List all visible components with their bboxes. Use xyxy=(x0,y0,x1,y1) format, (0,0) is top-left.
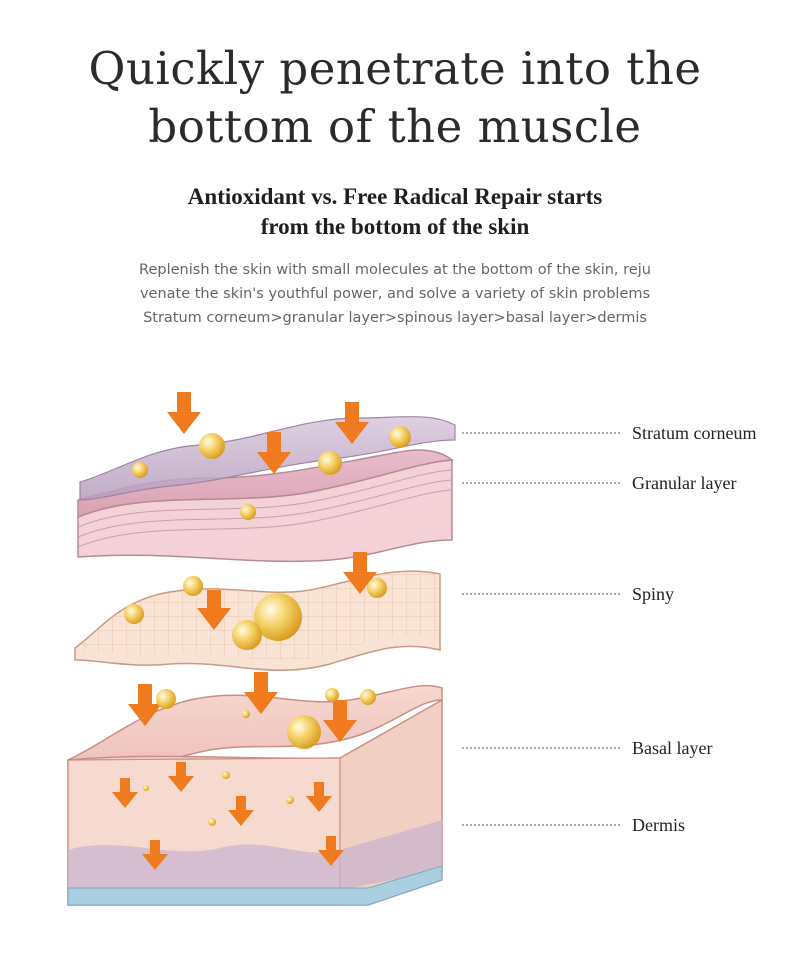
droplet-icon xyxy=(124,604,144,624)
arrows xyxy=(112,392,377,870)
droplet-icon xyxy=(318,451,342,475)
droplet-icon xyxy=(367,578,387,598)
arrow-icon xyxy=(318,836,344,866)
page-title-line-1: Quickly penetrate into the xyxy=(88,42,702,95)
droplet-icon xyxy=(143,785,149,791)
arrow-icon xyxy=(306,782,332,812)
droplet-icon xyxy=(199,433,225,459)
label-granular-layer: Granular layer xyxy=(632,473,737,493)
subtitle-line-2: from the bottom of the skin xyxy=(260,214,530,239)
arrow-icon xyxy=(142,840,168,870)
description-line-2: venate the skin's youthful power, and so… xyxy=(139,286,651,302)
arrow-icon xyxy=(112,778,138,808)
arrow-icon xyxy=(244,672,278,714)
basal-dermis-block xyxy=(67,684,443,906)
arrow-icon xyxy=(168,762,194,792)
label-spiny: Spiny xyxy=(632,584,675,604)
droplet-icon xyxy=(240,504,256,520)
description-line-1: Replenish the skin with small molecules … xyxy=(139,262,651,278)
arrow-icon xyxy=(167,392,201,434)
droplet-icon xyxy=(208,818,216,826)
skin-layers-illustration xyxy=(67,392,620,906)
droplet-icon xyxy=(389,426,411,448)
description-line-3: Stratum corneum>granular layer>spinous l… xyxy=(143,310,647,326)
arrow-icon xyxy=(323,700,357,742)
arrow-icon xyxy=(128,684,162,726)
droplet-icon xyxy=(325,688,339,702)
granular-layer xyxy=(77,449,454,563)
leader-lines xyxy=(462,432,620,826)
droplets xyxy=(124,426,411,826)
droplet-icon xyxy=(232,620,262,650)
droplet-icon xyxy=(183,576,203,596)
droplet-icon xyxy=(156,689,176,709)
droplet-icon xyxy=(132,462,148,478)
droplet-icon xyxy=(360,689,376,705)
arrow-icon xyxy=(335,402,369,444)
subtitle-line-1: Antioxidant vs. Free Radical Repair star… xyxy=(187,184,603,209)
label-dermis: Dermis xyxy=(632,815,685,835)
arrow-icon xyxy=(197,590,231,630)
droplet-icon xyxy=(254,593,302,641)
arrow-icon xyxy=(257,432,291,474)
label-stratum-corneum: Stratum corneum xyxy=(632,423,757,443)
label-basal-layer: Basal layer xyxy=(632,738,713,758)
droplet-icon xyxy=(287,715,321,749)
page-title-line-2: bottom of the muscle xyxy=(148,100,642,153)
arrow-icon xyxy=(343,552,377,594)
droplet-icon xyxy=(242,710,250,718)
arrow-icon xyxy=(228,796,254,826)
droplet-icon xyxy=(286,796,294,804)
droplet-icon xyxy=(222,771,230,779)
